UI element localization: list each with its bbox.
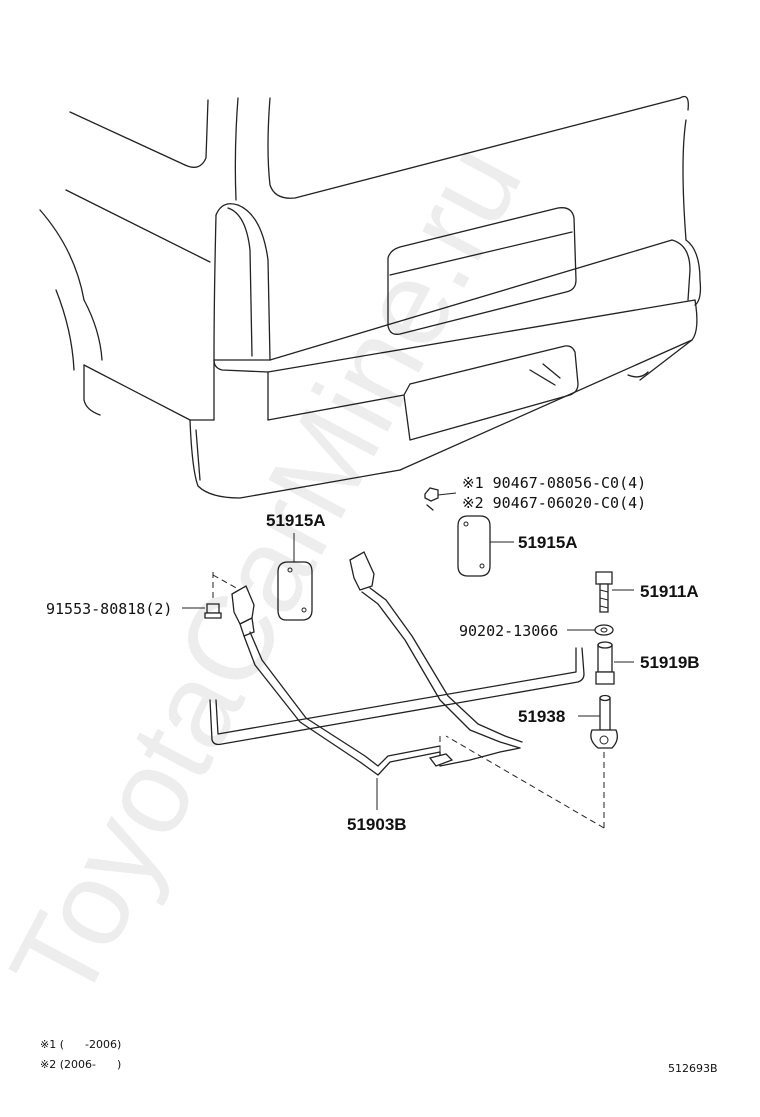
vehicle-rear-body bbox=[39, 95, 702, 499]
diagram-id: 512693B bbox=[668, 1062, 718, 1075]
label-collar: 51919B bbox=[640, 653, 700, 672]
washer-part bbox=[567, 624, 614, 636]
screw-option-2: ※2 90467-06020-C0(4) bbox=[462, 494, 646, 512]
note-2-mark: ※2 bbox=[40, 1058, 56, 1071]
screw-option-1-mark: ※1 bbox=[462, 474, 484, 492]
note-2: ※2 (2006- ) bbox=[40, 1058, 121, 1071]
screw-part bbox=[424, 487, 457, 511]
label-bracket-left: 51915A bbox=[266, 511, 326, 530]
bracket-left-part bbox=[277, 533, 313, 621]
label-hanger: 51938 bbox=[518, 707, 565, 726]
collar-part bbox=[595, 641, 634, 685]
bracket-right-part bbox=[457, 515, 514, 577]
screw-option-1: ※1 90467-08056-C0(4) bbox=[462, 474, 646, 492]
labels: 51915A 51915A 51911A 90202-13066 51919B … bbox=[40, 474, 718, 1075]
carrier-part bbox=[209, 551, 585, 810]
note-2-text: (2006- ) bbox=[60, 1058, 122, 1071]
label-nut: 91553-80818(2) bbox=[46, 600, 172, 618]
bolt-part bbox=[595, 571, 634, 613]
label-bracket-right: 51915A bbox=[518, 533, 578, 552]
hanger-part bbox=[445, 694, 618, 829]
note-1-text: ( -2006) bbox=[60, 1038, 122, 1051]
label-washer: 90202-13066 bbox=[459, 622, 558, 640]
screw-option-1-part: 90467-08056-C0(4) bbox=[493, 474, 647, 492]
screw-option-2-part: 90467-06020-C0(4) bbox=[493, 494, 647, 512]
note-1-mark: ※1 bbox=[40, 1038, 56, 1051]
label-carrier: 51903B bbox=[347, 815, 407, 834]
nut-part bbox=[182, 572, 241, 619]
screw-option-2-mark: ※2 bbox=[462, 494, 484, 512]
label-bolt: 51911A bbox=[640, 582, 699, 601]
note-1: ※1 ( -2006) bbox=[40, 1038, 121, 1051]
